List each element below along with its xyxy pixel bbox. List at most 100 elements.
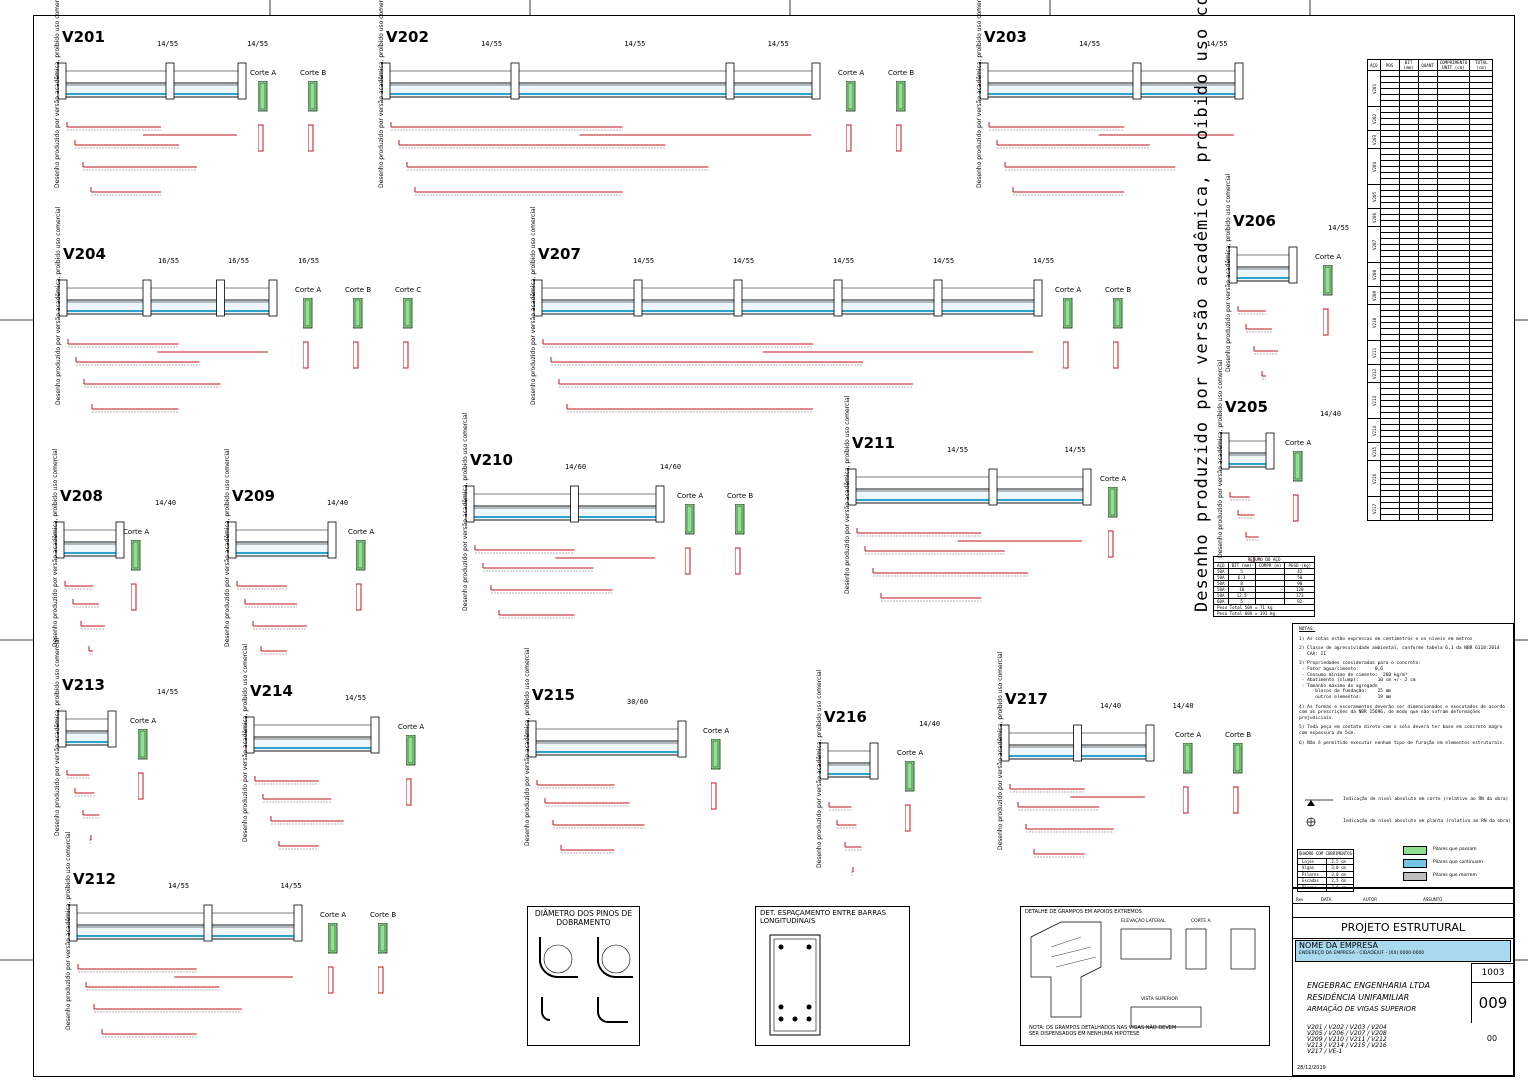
section-label: 14/40 xyxy=(155,499,177,507)
watermark-small: Desenho produzido por versão acadêmica, … xyxy=(378,0,385,188)
cut-section-body xyxy=(131,540,141,571)
cut-section-body xyxy=(1113,298,1123,329)
cut-label: Corte A xyxy=(130,717,157,725)
beam-title: V213 xyxy=(62,676,105,694)
cut-label: Corte A xyxy=(123,528,150,536)
cut-section-body xyxy=(303,298,313,329)
cut-label: Corte A xyxy=(320,911,347,919)
detail-esp-title: DET. ESPAÇAMENTO ENTRE BARRAS LONGITUDIN… xyxy=(760,909,887,925)
support-pillar xyxy=(527,720,537,758)
cut-section-drawing xyxy=(258,81,268,152)
watermark-small: Desenho produzido por versão acadêmica, … xyxy=(816,669,823,868)
section-label: 14/55 xyxy=(1206,40,1228,48)
stirrup-shape xyxy=(328,966,334,994)
section-label: 14/40 xyxy=(1320,410,1342,418)
support-pillar xyxy=(819,742,829,780)
watermark-small: Desenho produzido por versão acadêmica, … xyxy=(224,448,231,647)
support-pillar xyxy=(988,468,998,506)
cut-stirrup xyxy=(1184,744,1191,772)
swatch-pass-label: Pilares que passam xyxy=(1433,847,1477,852)
cut-stirrup xyxy=(309,82,316,110)
cut-section-body xyxy=(378,923,388,954)
stirrup-shape xyxy=(308,124,314,152)
cut-stirrup xyxy=(847,82,854,110)
cut-section-drawing xyxy=(138,729,148,800)
support-pillar xyxy=(165,62,175,100)
beam-elevation-drawing xyxy=(55,521,125,655)
support-pillar xyxy=(733,279,743,317)
cut-section-drawing xyxy=(846,81,856,152)
steel-group-label: V215 xyxy=(1367,442,1381,461)
legend-level-plan: Indicação de nível absoluto em planta (r… xyxy=(1343,819,1511,824)
beam-title: V212 xyxy=(73,870,116,888)
detail-grampos-drawing xyxy=(1030,921,1256,1028)
cut-stirrup xyxy=(1324,266,1331,294)
steel-group-label: V211 xyxy=(1367,340,1381,365)
beam-elevation-drawing xyxy=(68,904,303,1038)
cut-section-drawing xyxy=(378,923,388,994)
watermark-large: Desenho produzido por versão acadêmica, … xyxy=(1192,0,1212,612)
support-pillar xyxy=(570,485,579,523)
corte-a-label: CORTE A xyxy=(1191,919,1211,924)
section-label: 16/55 xyxy=(228,257,250,265)
support-pillar xyxy=(55,521,65,559)
beam-title: V215 xyxy=(532,686,575,704)
steel-row xyxy=(1368,514,1494,521)
section-label: 14/55 xyxy=(481,40,503,48)
support-pillar xyxy=(245,716,255,754)
section-label: 16/55 xyxy=(158,257,180,265)
stirrup-shape xyxy=(905,804,911,832)
cut-section-drawing xyxy=(1108,487,1118,558)
swatch-pass xyxy=(1403,846,1427,855)
detail-pinos: DIÂMETRO DOS PINOS DE DOBRAMENTO xyxy=(527,906,640,1046)
steel-row: V211 xyxy=(1367,340,1494,365)
watermark-small: Desenho produzido por versão acadêmica, … xyxy=(844,395,851,594)
cut-label: Corte A xyxy=(1175,731,1202,739)
support-pillar xyxy=(68,904,78,942)
detail-grampos: DETALHE DE GRAMPOS EM APOIOS EXTREMOS EL… xyxy=(1020,906,1270,1046)
cut-section-body xyxy=(353,298,363,329)
steel-group-label: V202 xyxy=(1367,106,1381,131)
watermark-small: Desenho produzido por versão acadêmica, … xyxy=(242,643,249,842)
beam-elevation-drawing xyxy=(819,742,879,876)
note-item: 2) Classe de agressividade ambiental, co… xyxy=(1299,646,1500,657)
cut-label: Corte A xyxy=(703,727,730,735)
support-pillar xyxy=(58,279,68,317)
company-address: ENDEREÇO DA EMPRESA - CIDADE/UF - (XX) 0… xyxy=(1299,951,1425,956)
beam-title: V207 xyxy=(538,245,581,263)
cut-section-body xyxy=(1323,265,1333,296)
steel-group-label: V212 xyxy=(1367,364,1381,383)
watermark-small: Desenho produzido por versão acadêmica, … xyxy=(997,651,1004,850)
section-label: 14/55 xyxy=(157,40,179,48)
stirrup-shape xyxy=(131,583,137,611)
note-item: 5) Toda peça em contato direto com o sol… xyxy=(1299,725,1505,736)
steel-group-label: V201 xyxy=(1367,70,1381,107)
cut-section-body xyxy=(1108,487,1118,518)
cut-label: Corte B xyxy=(888,69,915,77)
cut-stirrup xyxy=(897,82,904,110)
support-pillar xyxy=(655,485,665,523)
cut-label: Corte B xyxy=(345,286,372,294)
steel-group-label: V204 xyxy=(1367,148,1381,185)
stirrup-shape xyxy=(403,341,409,369)
section-label: 14/55 xyxy=(633,257,655,265)
cut-stirrup xyxy=(259,82,266,110)
cut-section-body xyxy=(1293,451,1303,482)
watermark-small: Desenho produzido por versão acadêmica, … xyxy=(524,647,531,846)
cob-cell: 3,0 cm xyxy=(1326,883,1354,892)
support-pillar xyxy=(1234,62,1244,100)
steel-row: V202 xyxy=(1367,106,1494,131)
cut-section-body xyxy=(905,761,915,792)
section-label: 14/55 xyxy=(833,257,855,265)
detail-esp-drawing xyxy=(769,934,821,1036)
support-pillar xyxy=(677,720,687,758)
watermark-small: Desenho produzido por versão acadêmica, … xyxy=(52,448,59,647)
notes-title: NOTAS: xyxy=(1299,627,1316,632)
cob-cell: 2,5 cm xyxy=(1326,877,1354,885)
cut-label: Corte A xyxy=(677,492,704,500)
